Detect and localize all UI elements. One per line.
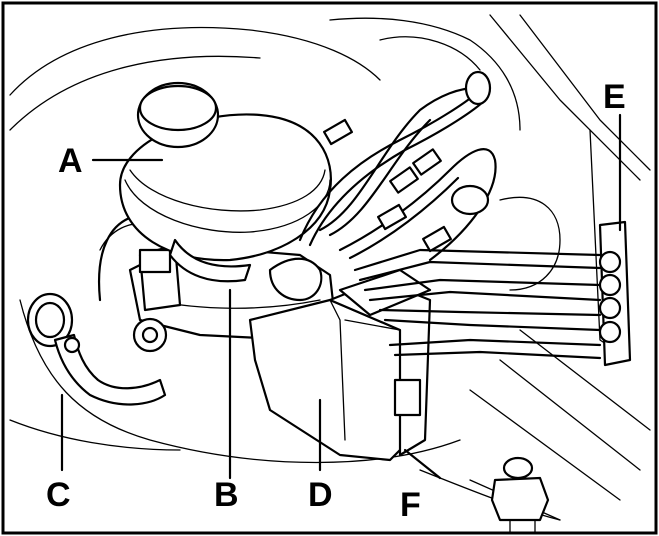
mounting-nut-part [490,456,550,534]
callout-label-c: C [46,476,71,514]
callout-label-d: D [308,476,333,514]
callout-label-b: B [214,476,239,514]
callout-label-f: F [400,486,421,524]
callout-label-a: A [58,142,83,180]
callout-label-e: E [603,78,626,116]
vacuum-hose-part [26,292,167,406]
abs-modulator-part [248,268,432,462]
pipe-fittings [323,70,492,253]
leader-lines [60,113,622,480]
fluid-reservoir-part [118,81,332,283]
leader-line-f [403,448,442,480]
mounting-bracket-part [598,220,632,367]
